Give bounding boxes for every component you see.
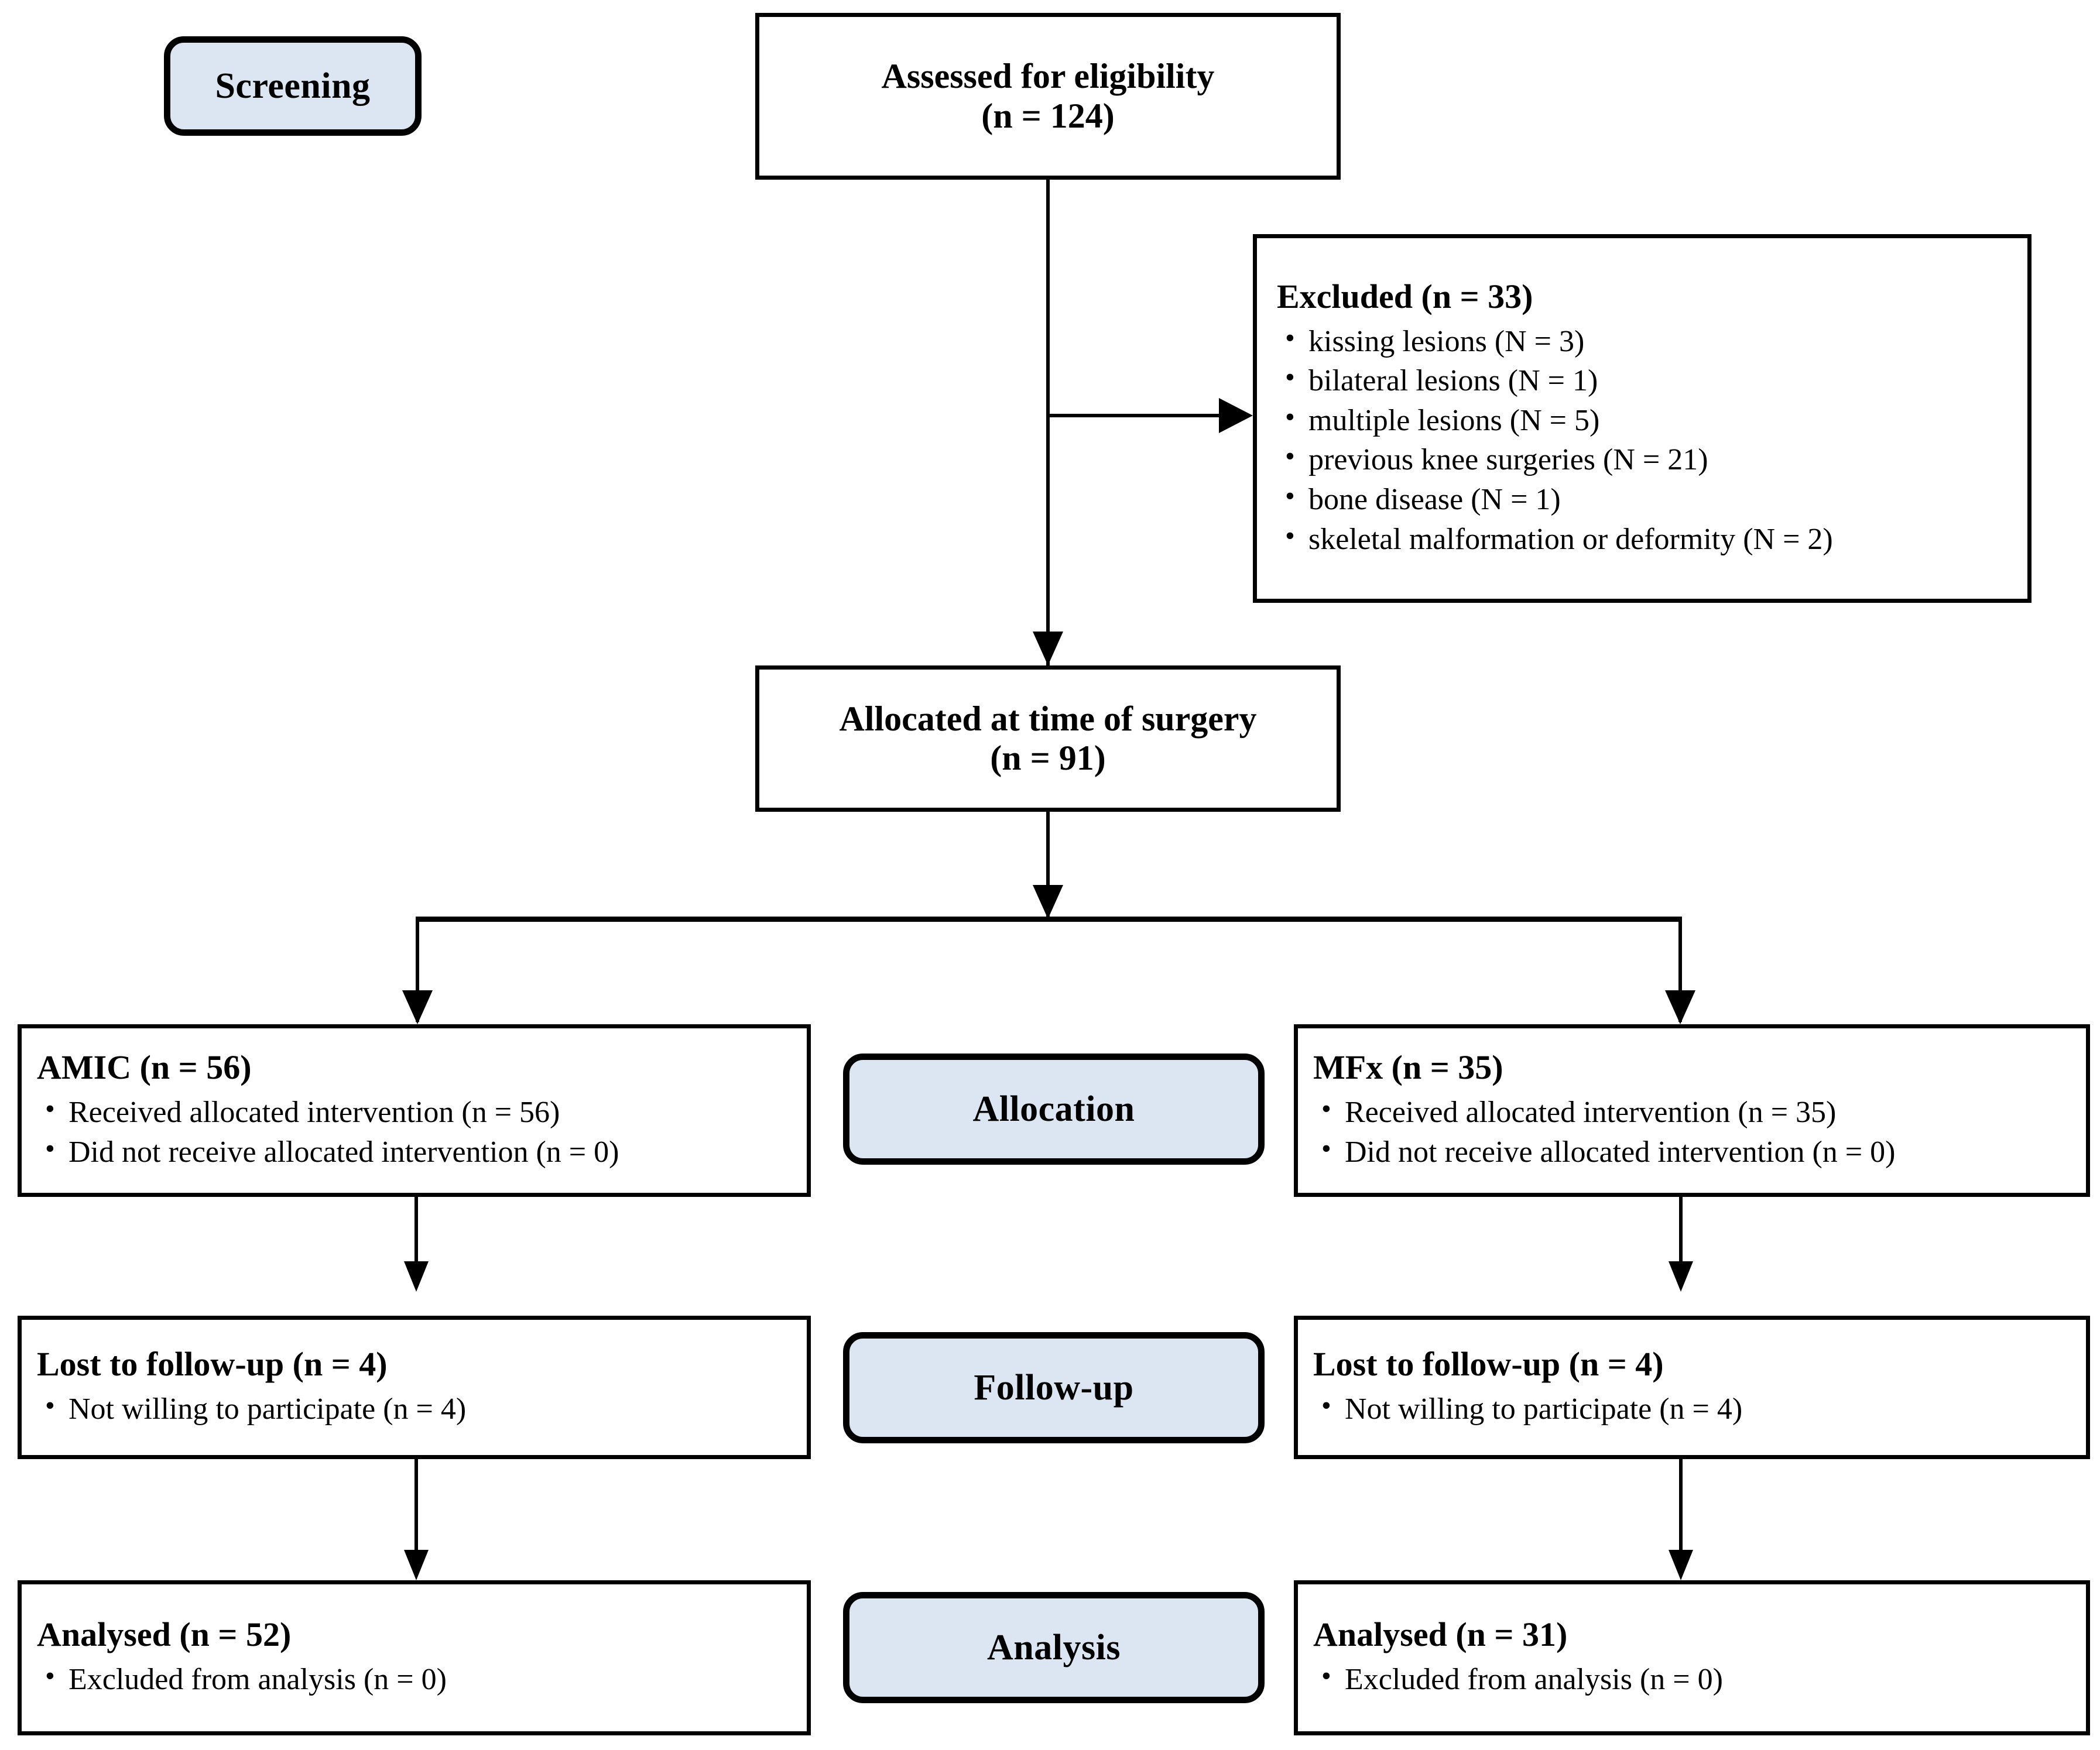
list-item: bilateral lesions (N = 1) (1277, 359, 2007, 401)
box-allocated-at-surgery: Allocated at time of surgery (n = 91) (755, 665, 1341, 812)
connector-assessed-to-allocated (1046, 180, 1050, 665)
arrowhead-amic-followup (404, 1261, 429, 1292)
mfx-allocation-header: MFx (n = 35) (1313, 1048, 1503, 1087)
stage-badge-followup: Follow-up (843, 1332, 1265, 1443)
box-assessed-for-eligibility: Assessed for eligibility (n = 124) (755, 13, 1341, 180)
box-amic-allocation: AMIC (n = 56) Received allocated interve… (18, 1024, 811, 1197)
box-amic-followup: Lost to follow-up (n = 4) Not willing to… (18, 1316, 811, 1459)
list-item: Not willing to participate (n = 4) (1313, 1388, 2071, 1429)
connector-amic-followup-to-analysis (414, 1459, 418, 1550)
stage-badge-allocation: Allocation (843, 1054, 1265, 1165)
assessed-line-1: Assessed for eligibility (881, 57, 1215, 96)
list-item: multiple lesions (N = 5) (1277, 399, 2007, 441)
excluded-header: Excluded (n = 33) (1277, 277, 1533, 315)
arrowhead-mfx-analysis (1669, 1550, 1693, 1580)
stage-label-screening: Screening (215, 66, 371, 106)
mfx-followup-header: Lost to follow-up (n = 4) (1313, 1345, 1664, 1384)
arrowhead-to-mfx (1665, 990, 1695, 1024)
list-item: Excluded from analysis (n = 0) (1313, 1658, 2071, 1700)
connector-allocated-down (1046, 812, 1050, 917)
list-item: skeletal malformation or deformity (N = … (1277, 518, 2007, 560)
list-item: kissing lesions (N = 3) (1277, 320, 2007, 362)
list-item: Did not receive allocated intervention (… (1313, 1131, 2071, 1172)
mfx-analysis-header: Analysed (n = 31) (1313, 1615, 1568, 1654)
connector-split-right-down (1678, 917, 1682, 1022)
allocated-line-2: (n = 91) (990, 739, 1106, 777)
list-item: Received allocated intervention (n = 56) (37, 1091, 792, 1133)
list-item: Received allocated intervention (n = 35) (1313, 1091, 2071, 1133)
mfx-allocation-list: Received allocated intervention (n = 35)… (1313, 1091, 2071, 1172)
arrowhead-amic-analysis (404, 1550, 429, 1580)
allocated-line-1: Allocated at time of surgery (839, 699, 1257, 738)
assessed-line-2: (n = 124) (981, 96, 1115, 135)
excluded-reason-list: kissing lesions (N = 3) bilateral lesion… (1277, 320, 2007, 560)
amic-followup-list: Not willing to participate (n = 4) (37, 1388, 792, 1429)
box-amic-analysis: Analysed (n = 52) Excluded from analysis… (18, 1580, 811, 1735)
stage-label-analysis: Analysis (987, 1628, 1121, 1667)
stage-label-allocation: Allocation (972, 1089, 1135, 1129)
box-mfx-analysis: Analysed (n = 31) Excluded from analysis… (1294, 1580, 2090, 1735)
amic-followup-header: Lost to follow-up (n = 4) (37, 1345, 388, 1384)
list-item: previous knee surgeries (N = 21) (1277, 438, 2007, 480)
arrowhead-to-amic (402, 990, 433, 1024)
arrowhead-mfx-followup (1669, 1261, 1693, 1292)
box-excluded: Excluded (n = 33) kissing lesions (N = 3… (1253, 234, 2032, 603)
box-mfx-allocation: MFx (n = 35) Received allocated interven… (1294, 1024, 2090, 1197)
arrowhead-allocated-split (1033, 885, 1063, 919)
mfx-analysis-list: Excluded from analysis (n = 0) (1313, 1658, 2071, 1700)
mfx-followup-list: Not willing to participate (n = 4) (1313, 1388, 2071, 1429)
amic-allocation-header: AMIC (n = 56) (37, 1048, 252, 1087)
list-item: Did not receive allocated intervention (… (37, 1131, 792, 1172)
box-mfx-followup: Lost to follow-up (n = 4) Not willing to… (1294, 1316, 2090, 1459)
list-item: Not willing to participate (n = 4) (37, 1388, 792, 1429)
connector-split-horizontal (416, 917, 1682, 922)
connector-amic-alloc-to-followup (414, 1197, 418, 1288)
connector-split-left-down (416, 917, 419, 1022)
stage-badge-analysis: Analysis (843, 1592, 1265, 1703)
list-item: Excluded from analysis (n = 0) (37, 1658, 792, 1700)
amic-analysis-list: Excluded from analysis (n = 0) (37, 1658, 792, 1700)
connector-to-excluded (1046, 414, 1222, 417)
stage-badge-screening: Screening (164, 36, 422, 136)
list-item: bone disease (N = 1) (1277, 478, 2007, 520)
connector-mfx-alloc-to-followup (1679, 1197, 1683, 1288)
arrowhead-assessed-to-allocated (1033, 632, 1063, 665)
stage-label-followup: Follow-up (974, 1368, 1134, 1408)
amic-analysis-header: Analysed (n = 52) (37, 1615, 292, 1654)
connector-mfx-followup-to-analysis (1679, 1459, 1683, 1550)
arrowhead-to-excluded (1219, 398, 1253, 433)
amic-allocation-list: Received allocated intervention (n = 56)… (37, 1091, 792, 1172)
